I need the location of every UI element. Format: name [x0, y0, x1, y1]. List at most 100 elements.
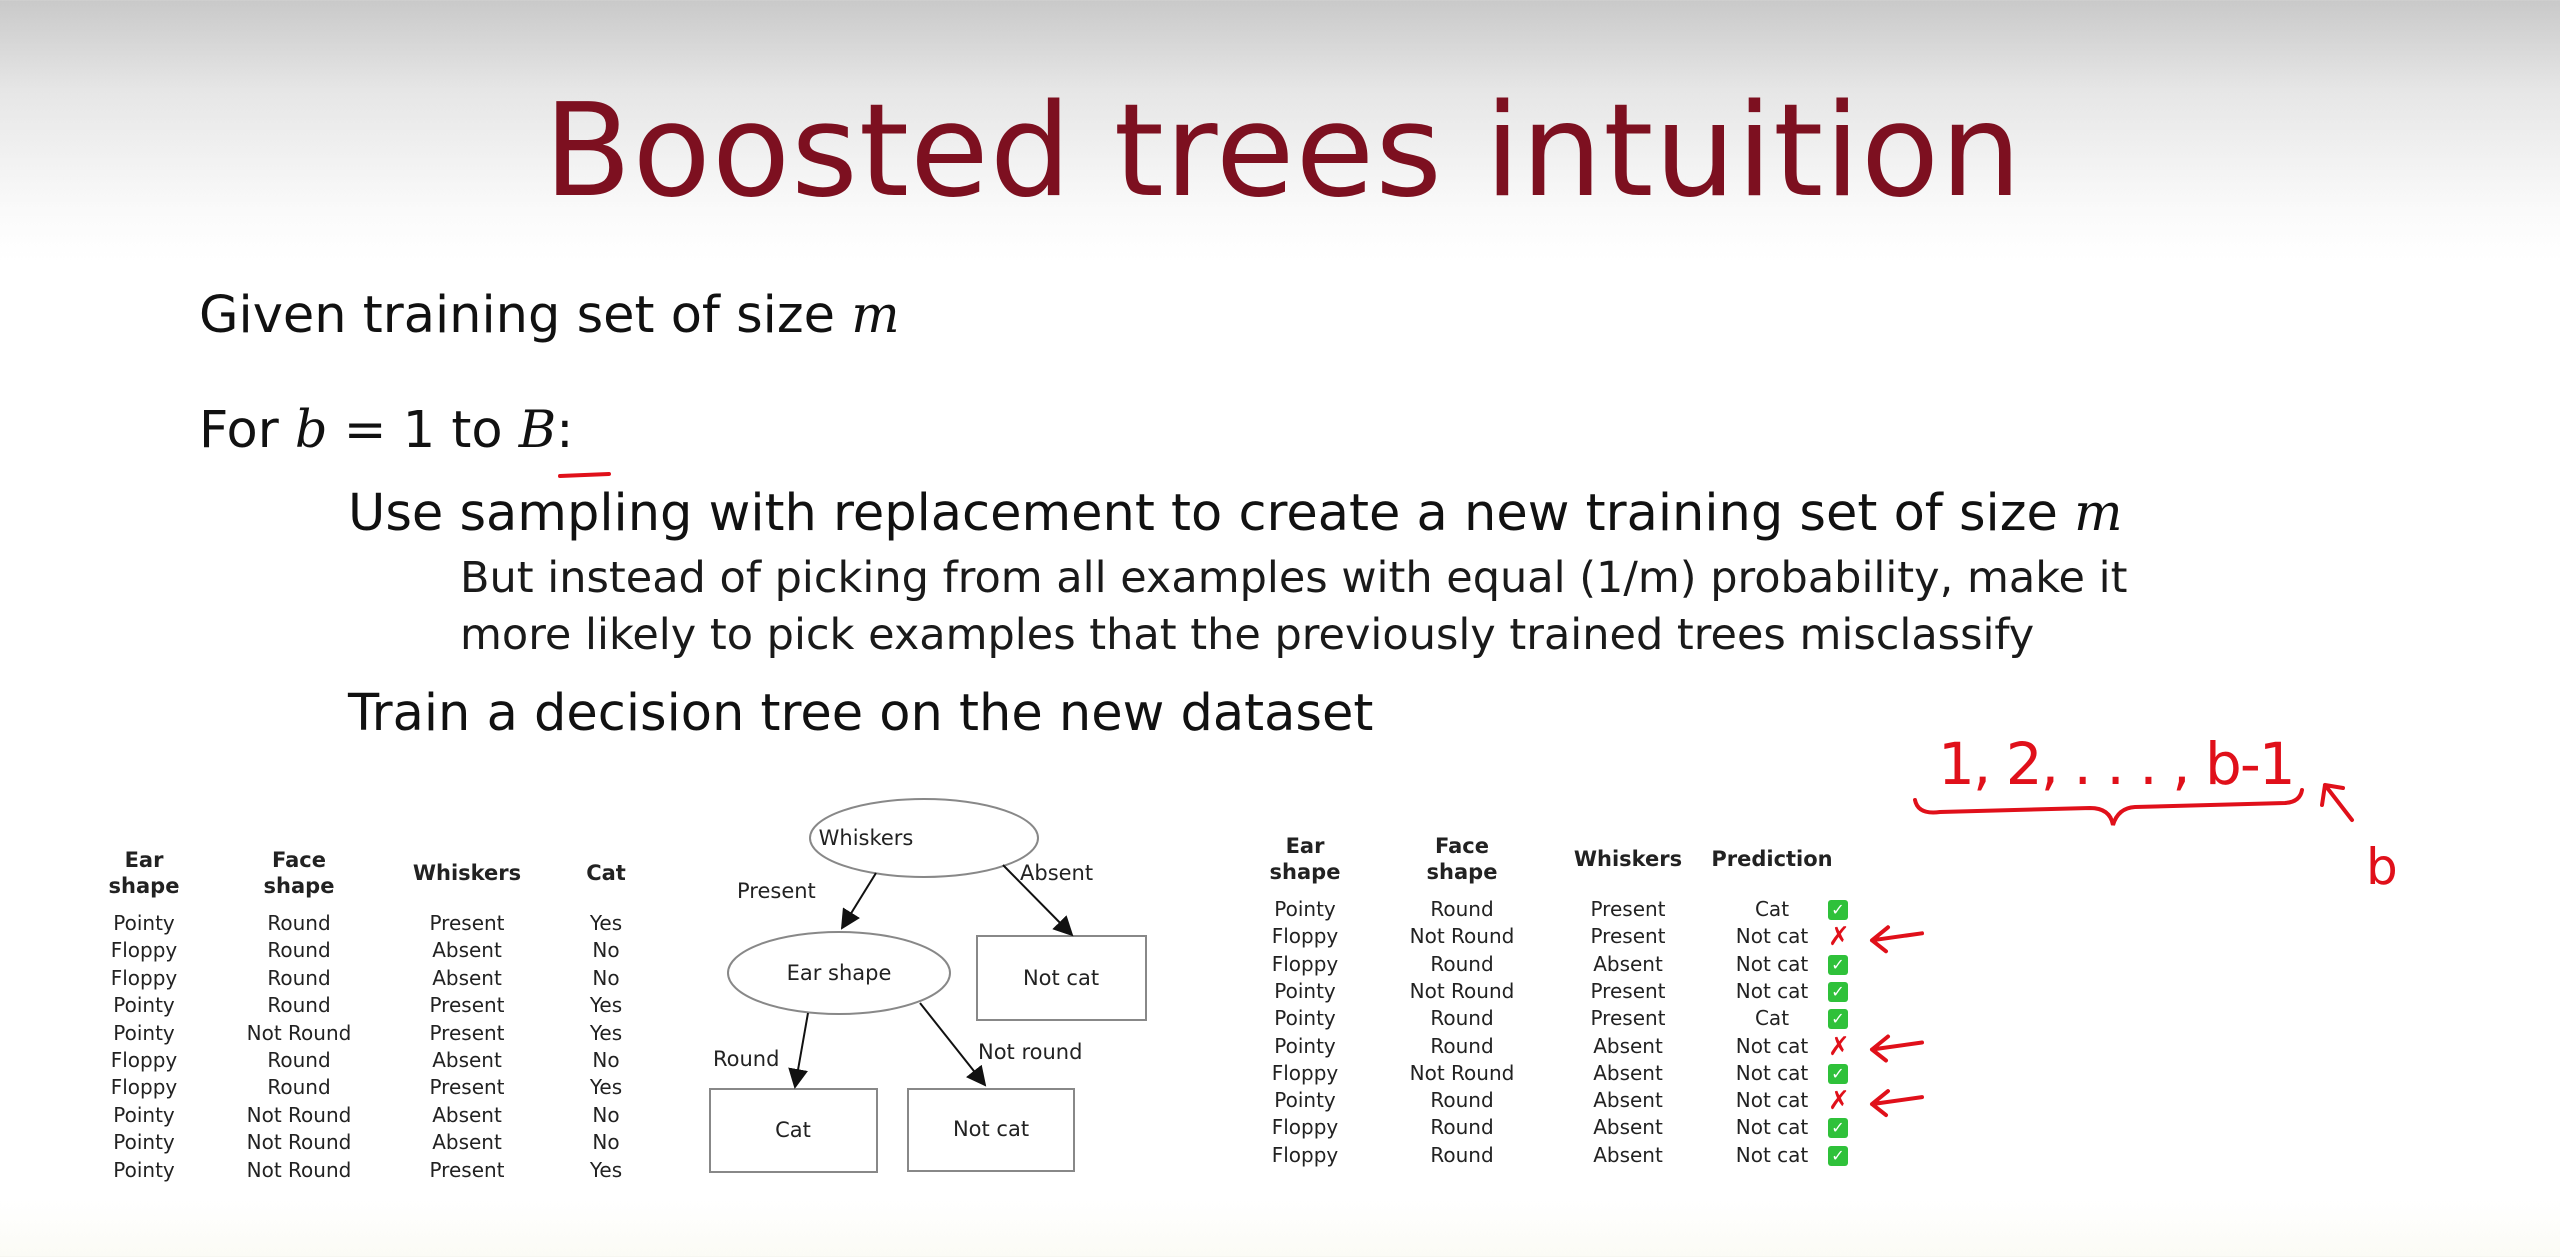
- header-1-line2: shape: [1426, 860, 1498, 884]
- table-cell: Round: [1430, 1006, 1494, 1031]
- table-cell: Not Round: [246, 1102, 352, 1127]
- header-1-line1: Face: [272, 848, 326, 872]
- arrow-to-b: [2320, 783, 2354, 822]
- table-cell: Absent: [1593, 1033, 1663, 1058]
- table-cell: Pointy: [113, 1130, 175, 1155]
- leaf-label-cat: Cat: [775, 1118, 811, 1142]
- table-cell: Present: [429, 1020, 505, 1045]
- table-cell: Absent: [432, 1048, 502, 1072]
- cross-icon: ✗: [1828, 1086, 1850, 1117]
- table-cell: Not Round: [1409, 978, 1515, 1003]
- edge-label-present: Present: [737, 879, 816, 903]
- table-cell: Absent: [1593, 1060, 1663, 1085]
- table-cell: Absent: [432, 1102, 502, 1127]
- table-cell: Not cat: [1735, 1115, 1809, 1140]
- table-cell: Not Round: [1409, 1060, 1515, 1085]
- table-cell: Absent: [432, 938, 502, 963]
- arrow-annotation: [1870, 925, 1924, 954]
- cross-icon: ✗: [1828, 1031, 1850, 1062]
- annotation-range: 1, 2, . . . , b-1: [1938, 730, 2296, 798]
- table-cell: Round: [1430, 951, 1494, 976]
- table-cell: Absent: [1593, 1088, 1663, 1113]
- table-cell: Floppy: [110, 1075, 178, 1100]
- header-0-line2: shape: [1269, 860, 1341, 884]
- table-cell: Round: [1430, 1115, 1494, 1140]
- edge-absent: [1002, 864, 1074, 937]
- table-cell: No: [592, 938, 620, 963]
- header-0-line2: shape: [108, 874, 180, 898]
- table-cell: Not Round: [1409, 924, 1515, 949]
- table-cell: Pointy: [1274, 897, 1336, 921]
- table-cell: Absent: [1593, 1115, 1663, 1140]
- line-train: Train a decision tree on the new dataset: [348, 684, 1374, 743]
- tree-root-label: Whiskers: [818, 826, 914, 850]
- table-cell: Absent: [1593, 951, 1663, 976]
- table-cell: Floppy: [1271, 1115, 1339, 1140]
- line-given: Given training set of size m: [199, 290, 900, 341]
- table-cell: Yes: [589, 993, 623, 1018]
- table-cell: Round: [1430, 1088, 1494, 1113]
- table-cell: No: [592, 1102, 620, 1127]
- line-use: Use sampling with replacement to create …: [348, 488, 2122, 539]
- header-1-line2: shape: [263, 874, 335, 898]
- text: For: [199, 401, 295, 460]
- table-cell: Pointy: [1274, 978, 1336, 1003]
- table-cell: Pointy: [113, 993, 175, 1018]
- table-cell: No: [592, 1048, 620, 1072]
- line-but1: But instead of picking from all examples…: [460, 553, 2128, 603]
- table-cell: Pointy: [1274, 1006, 1336, 1031]
- table-cell: Present: [429, 911, 505, 935]
- table-cell: Absent: [1593, 1142, 1663, 1167]
- table-cell: No: [592, 1130, 620, 1155]
- header-1-line1: Face: [1435, 834, 1489, 858]
- check-icon: ✓: [1828, 1063, 1848, 1084]
- line-but2: more likely to pick examples that the pr…: [460, 610, 2035, 660]
- brace: [1913, 788, 2304, 826]
- cross-icon: ✗: [1828, 922, 1850, 953]
- check-icon: ✓: [1828, 1009, 1848, 1030]
- check-icon: ✓: [1828, 900, 1848, 920]
- header-3-line1: Prediction: [1711, 847, 1833, 871]
- leaf-label-not-cat: Not cat: [952, 1117, 1030, 1141]
- table-cell: Not cat: [1735, 1033, 1809, 1058]
- math-var: m: [851, 286, 900, 345]
- handwritten-annotations: [558, 472, 2354, 1118]
- ear-shape-node: [727, 931, 951, 1015]
- annotation-b: b: [2366, 838, 2398, 896]
- check-icon: ✓: [1828, 981, 1848, 1002]
- table-cell: Round: [267, 938, 331, 963]
- table-cell: Present: [1590, 978, 1666, 1003]
- header-0-line1: Ear: [1285, 834, 1325, 858]
- table-cell: Pointy: [1274, 1033, 1336, 1058]
- table-cell: Round: [267, 965, 331, 990]
- table-cell: Not cat: [1735, 1142, 1809, 1167]
- table-cell: Round: [1430, 1142, 1494, 1167]
- table-cell: Not cat: [1735, 1088, 1809, 1113]
- table-cell: Floppy: [110, 965, 178, 990]
- table-cell: Pointy: [113, 911, 175, 935]
- leaf-label-not-cat-right: Not cat: [1022, 966, 1100, 990]
- table-cell: Yes: [589, 911, 623, 935]
- table-cell: Present: [1590, 924, 1666, 949]
- edge-label-round: Round: [713, 1047, 780, 1071]
- leaf-not-cat: [907, 1088, 1075, 1172]
- table-cell: Cat: [1754, 1006, 1790, 1031]
- table-cell: Cat: [1754, 897, 1790, 921]
- check-icon: ✓: [1828, 1118, 1848, 1139]
- table-cell: Not cat: [1735, 1060, 1809, 1085]
- tree-ear-label: Ear shape: [786, 961, 892, 985]
- table-cell: Not Round: [246, 1020, 352, 1045]
- table-cell: Absent: [432, 965, 502, 990]
- table-cell: Floppy: [110, 1048, 178, 1072]
- check-icon: ✓: [1828, 1145, 1848, 1166]
- table-cell: Yes: [589, 1157, 623, 1182]
- header-2-line1: Whiskers: [1573, 847, 1683, 871]
- table-cell: Round: [1430, 897, 1494, 921]
- table-cell: Not Round: [246, 1130, 352, 1155]
- table-cell: Not Round: [246, 1157, 352, 1182]
- table-cell: Present: [429, 993, 505, 1018]
- text: :: [556, 401, 574, 460]
- table-cell: Present: [429, 1075, 505, 1100]
- slide-title: Boosted trees intuition: [543, 77, 2023, 226]
- table-cell: Pointy: [113, 1020, 175, 1045]
